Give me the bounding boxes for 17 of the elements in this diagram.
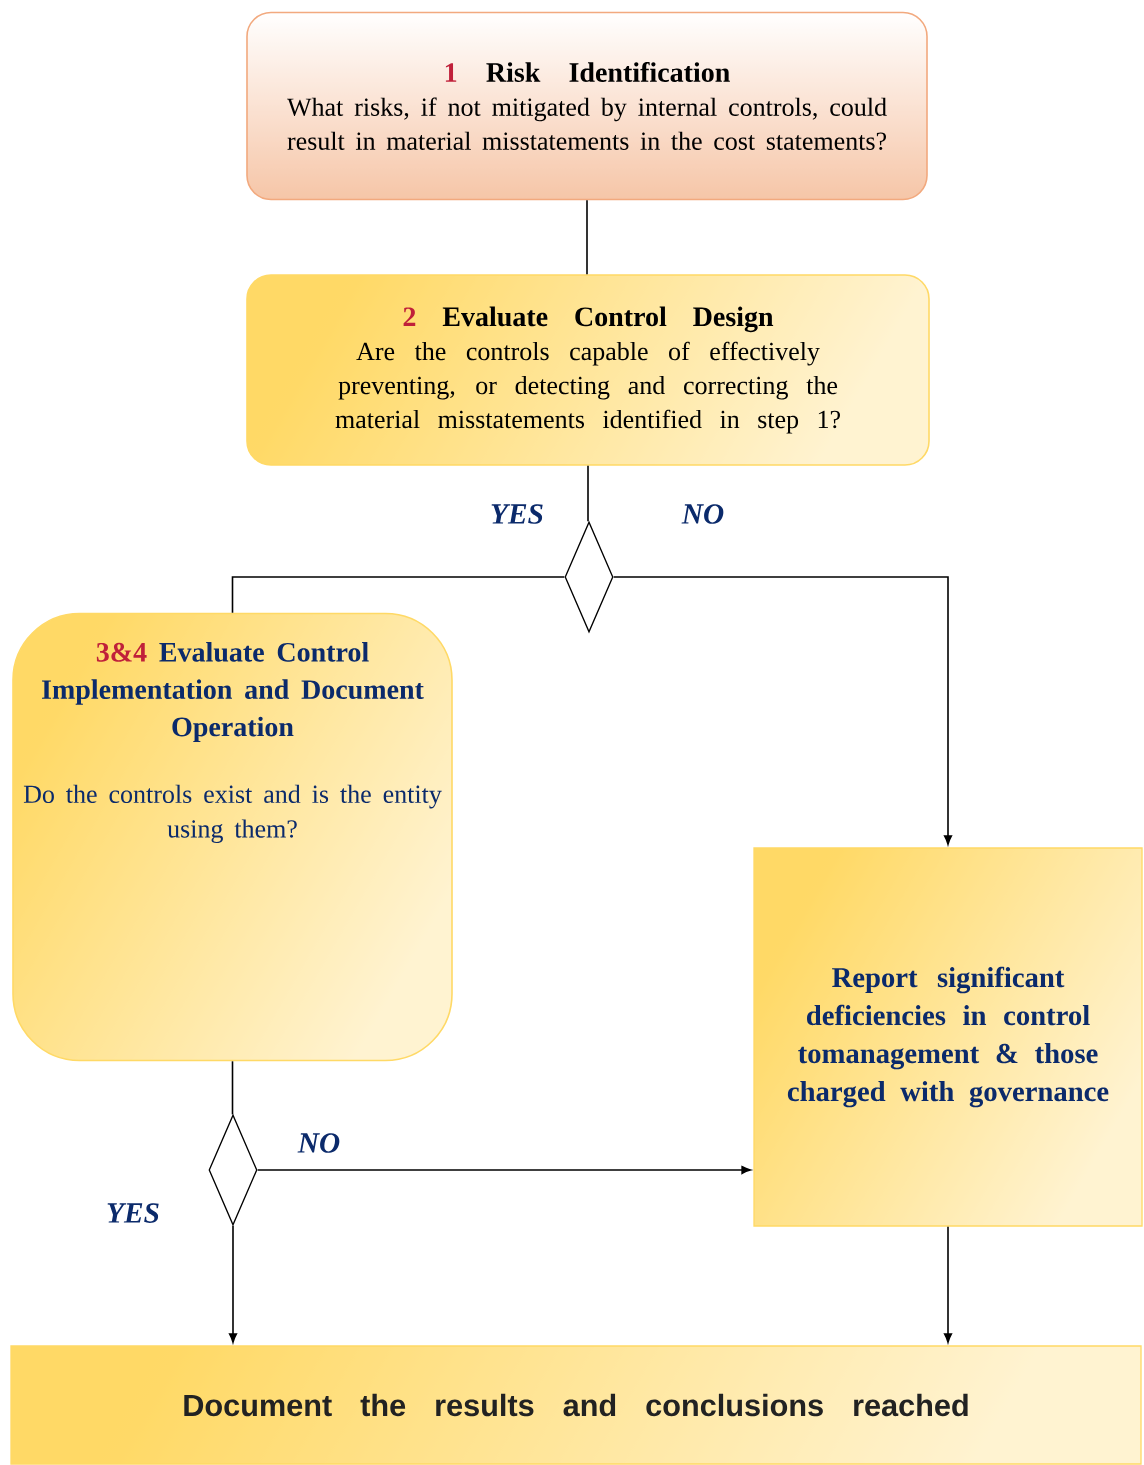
process-box: 1 Risk Identification What risks, if not mitigated by internal controls, could result in material misstatements in the cost statements?: [246, 11, 928, 201]
arrow: [256, 1165, 751, 1175]
arrow: [228, 1224, 238, 1343]
connector-line: [231, 576, 566, 614]
edge-label: NO: [680, 502, 726, 526]
edge-label: YES: [488, 502, 546, 526]
connector-line: [587, 465, 589, 523]
edge-label: NO: [296, 1131, 342, 1155]
connector-line: [231, 1060, 234, 1116]
arrow: [612, 576, 953, 845]
process-box: 2 Evaluate Control Design Are the controls capable of effectively preventing, or detecting and correcting the material misstatements identified in step 1?: [246, 274, 930, 466]
arrow: [943, 1225, 953, 1343]
connector-line: [586, 199, 588, 275]
edge-label: YES: [104, 1201, 162, 1225]
process-box: 3&4 Evaluate Control Implementation and Document Operation Do the controls exist and is the entity using them?: [12, 612, 453, 1062]
process-box: Report significant deficiencies in control tomanagement & those charged with governance: [753, 847, 1143, 1227]
process-box: Document the results and conclusions reached: [10, 1345, 1142, 1465]
